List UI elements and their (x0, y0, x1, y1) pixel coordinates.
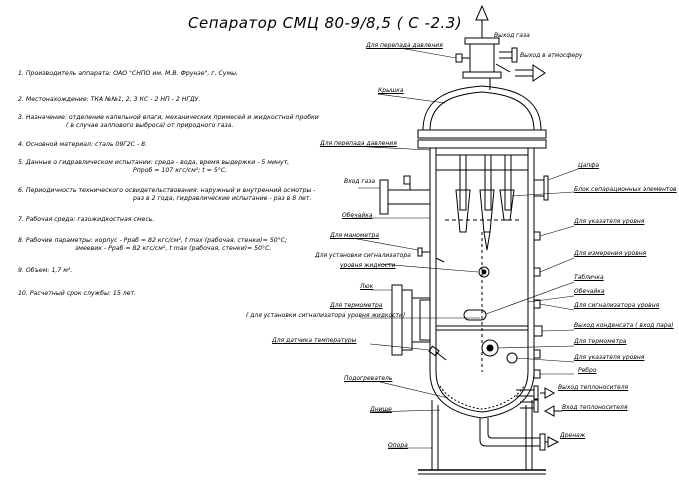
label-shell: Обечайка (342, 212, 373, 219)
note-2: 2. Местонахождение: ТКА №№1, 2, 3 КС - 2… (18, 96, 201, 103)
label-pressure-drop-mid: Для перепада давления (320, 140, 397, 147)
label-level-alarm-right: Для сигнализатора уровня (574, 302, 660, 309)
label-separation-block: Блок сепарационных элементов (574, 186, 677, 193)
temperature-sensor (428, 345, 447, 361)
note-5: 5. Данные о гидравлическом испытании: ср… (18, 159, 290, 174)
label-trunnion: Цапфа (578, 162, 600, 169)
label-level-measure: Для измерения уровня (574, 250, 647, 257)
note-1: 1. Производитель аппарата: ОАО "СНПО им.… (18, 70, 238, 77)
label-lid: Крышка (378, 87, 404, 94)
label-pressure-drop-top: Для перепада давления (366, 42, 443, 49)
label-level-gauge-1: Для указателя уровня (574, 218, 645, 225)
label-condensate-out: Выход конденсата ( вход пара) (574, 322, 674, 329)
support-skirt (418, 400, 546, 475)
label-thermometer-right: Для термометра (574, 338, 627, 345)
vessel-shell (429, 148, 535, 372)
flow-arrows (540, 387, 562, 448)
hatch (391, 284, 431, 356)
separation-elements (436, 154, 528, 251)
label-heater: Подогреватель (344, 375, 393, 382)
label-shell-2: Обечайка (574, 288, 605, 295)
heater-pipes (516, 385, 539, 413)
note-6: 6. Периодичность технического освидетель… (18, 187, 316, 202)
note-10: 10. Расчетный срок службы: 15 лет. (18, 290, 137, 297)
note-9: 9. Объем: 1,7 м³. (18, 267, 73, 274)
label-level-gauge-2: Для указателя уровня (574, 354, 645, 361)
drain-pipe (479, 418, 546, 451)
right-nozzles (533, 231, 543, 379)
label-rib: Ребро (578, 367, 597, 374)
label-gas-in: Вход газа (344, 178, 376, 185)
label-support: Опора (388, 442, 408, 449)
lid-dome (417, 85, 547, 149)
label-temp-sensor: Для датчика температуры (272, 337, 357, 344)
note-4: 4. Основной материал: сталь 09Г2С - 8. (18, 141, 148, 148)
label-thermometer-left: Для термометра (330, 302, 383, 309)
bottom-head (429, 371, 535, 419)
gas-inlet (379, 175, 430, 215)
note-7: 7. Рабочая среда: газожидкостная смесь. (18, 216, 155, 223)
label-coolant-in: Вход теплоносителя (562, 404, 628, 411)
right-trunnion (534, 175, 549, 201)
atmosphere-arrow (515, 64, 546, 82)
label-hatch: Люк (360, 283, 374, 290)
label-gas-out: Выход газа (494, 32, 530, 39)
label-manometer: Для манометра (330, 232, 380, 239)
label-coolant-out: Выход теплоносителя (558, 384, 629, 391)
internals (436, 232, 528, 372)
label-plate: Табличка (574, 274, 604, 281)
drawing-title: Сепаратор СМЦ 80-9/8,5 ( С -2.3) (188, 14, 463, 32)
gas-out-arrow (475, 4, 489, 38)
note-3: 3. Назначение: отделение капельной влаги… (18, 114, 319, 129)
label-thermometer-left-2: ( для установки сигнализатора уровня жид… (246, 312, 406, 319)
top-nozzle (455, 37, 518, 90)
label-level-alarm-left: Для установки сигнализатора (315, 252, 411, 259)
note-8: 8. Рабочие параметры: корпус - Pраб = 82… (18, 237, 288, 252)
leader-lines (349, 47, 579, 449)
label-bottom: Днище (370, 406, 392, 413)
label-level-alarm-left-2: уровня жидкости (340, 262, 396, 269)
label-drain: Дренаж (560, 432, 586, 439)
label-to-atmosphere: Выход в атмосферу (520, 52, 583, 59)
left-nozzles (417, 247, 445, 263)
